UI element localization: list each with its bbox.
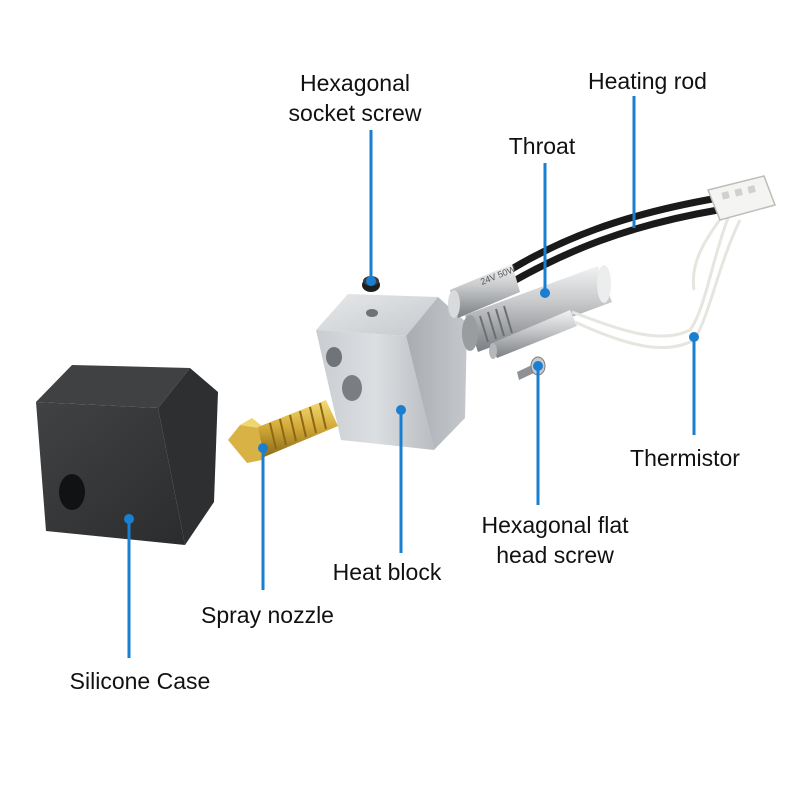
label-hexagonal-socket-screw: Hexagonal socket screw xyxy=(250,68,460,128)
hexagonal-flat-head-screw xyxy=(517,356,546,380)
heat-block xyxy=(316,294,467,450)
label-spray-nozzle: Spray nozzle xyxy=(201,602,334,628)
screw-hole-icon xyxy=(366,309,378,317)
case-hole-icon xyxy=(59,474,85,510)
block-hole-icon xyxy=(326,347,342,367)
connector xyxy=(706,175,776,221)
spray-nozzle xyxy=(228,400,338,463)
label-thermistor: Thermistor xyxy=(630,445,740,471)
label-heat-block: Heat block xyxy=(332,559,442,585)
throat xyxy=(462,265,612,352)
label-hexagonal-flat-head-screw: Hexagonal flat head screw xyxy=(455,510,655,570)
label-silicone-case: Silicone Case xyxy=(69,668,211,694)
heating-rod: 24V 50W xyxy=(448,194,719,318)
label-hexagonal-flat-head-screw-text: Hexagonal flat head screw xyxy=(481,512,629,568)
block-hole-icon xyxy=(342,375,362,401)
label-throat: Throat xyxy=(508,133,576,159)
label-heating-rod: Heating rod xyxy=(588,68,707,94)
label-hexagonal-socket-screw-line1: Hexagonal socket screw xyxy=(288,70,422,126)
silicone-case xyxy=(36,365,218,545)
leader-lines xyxy=(127,96,696,658)
thermistor xyxy=(489,213,742,359)
